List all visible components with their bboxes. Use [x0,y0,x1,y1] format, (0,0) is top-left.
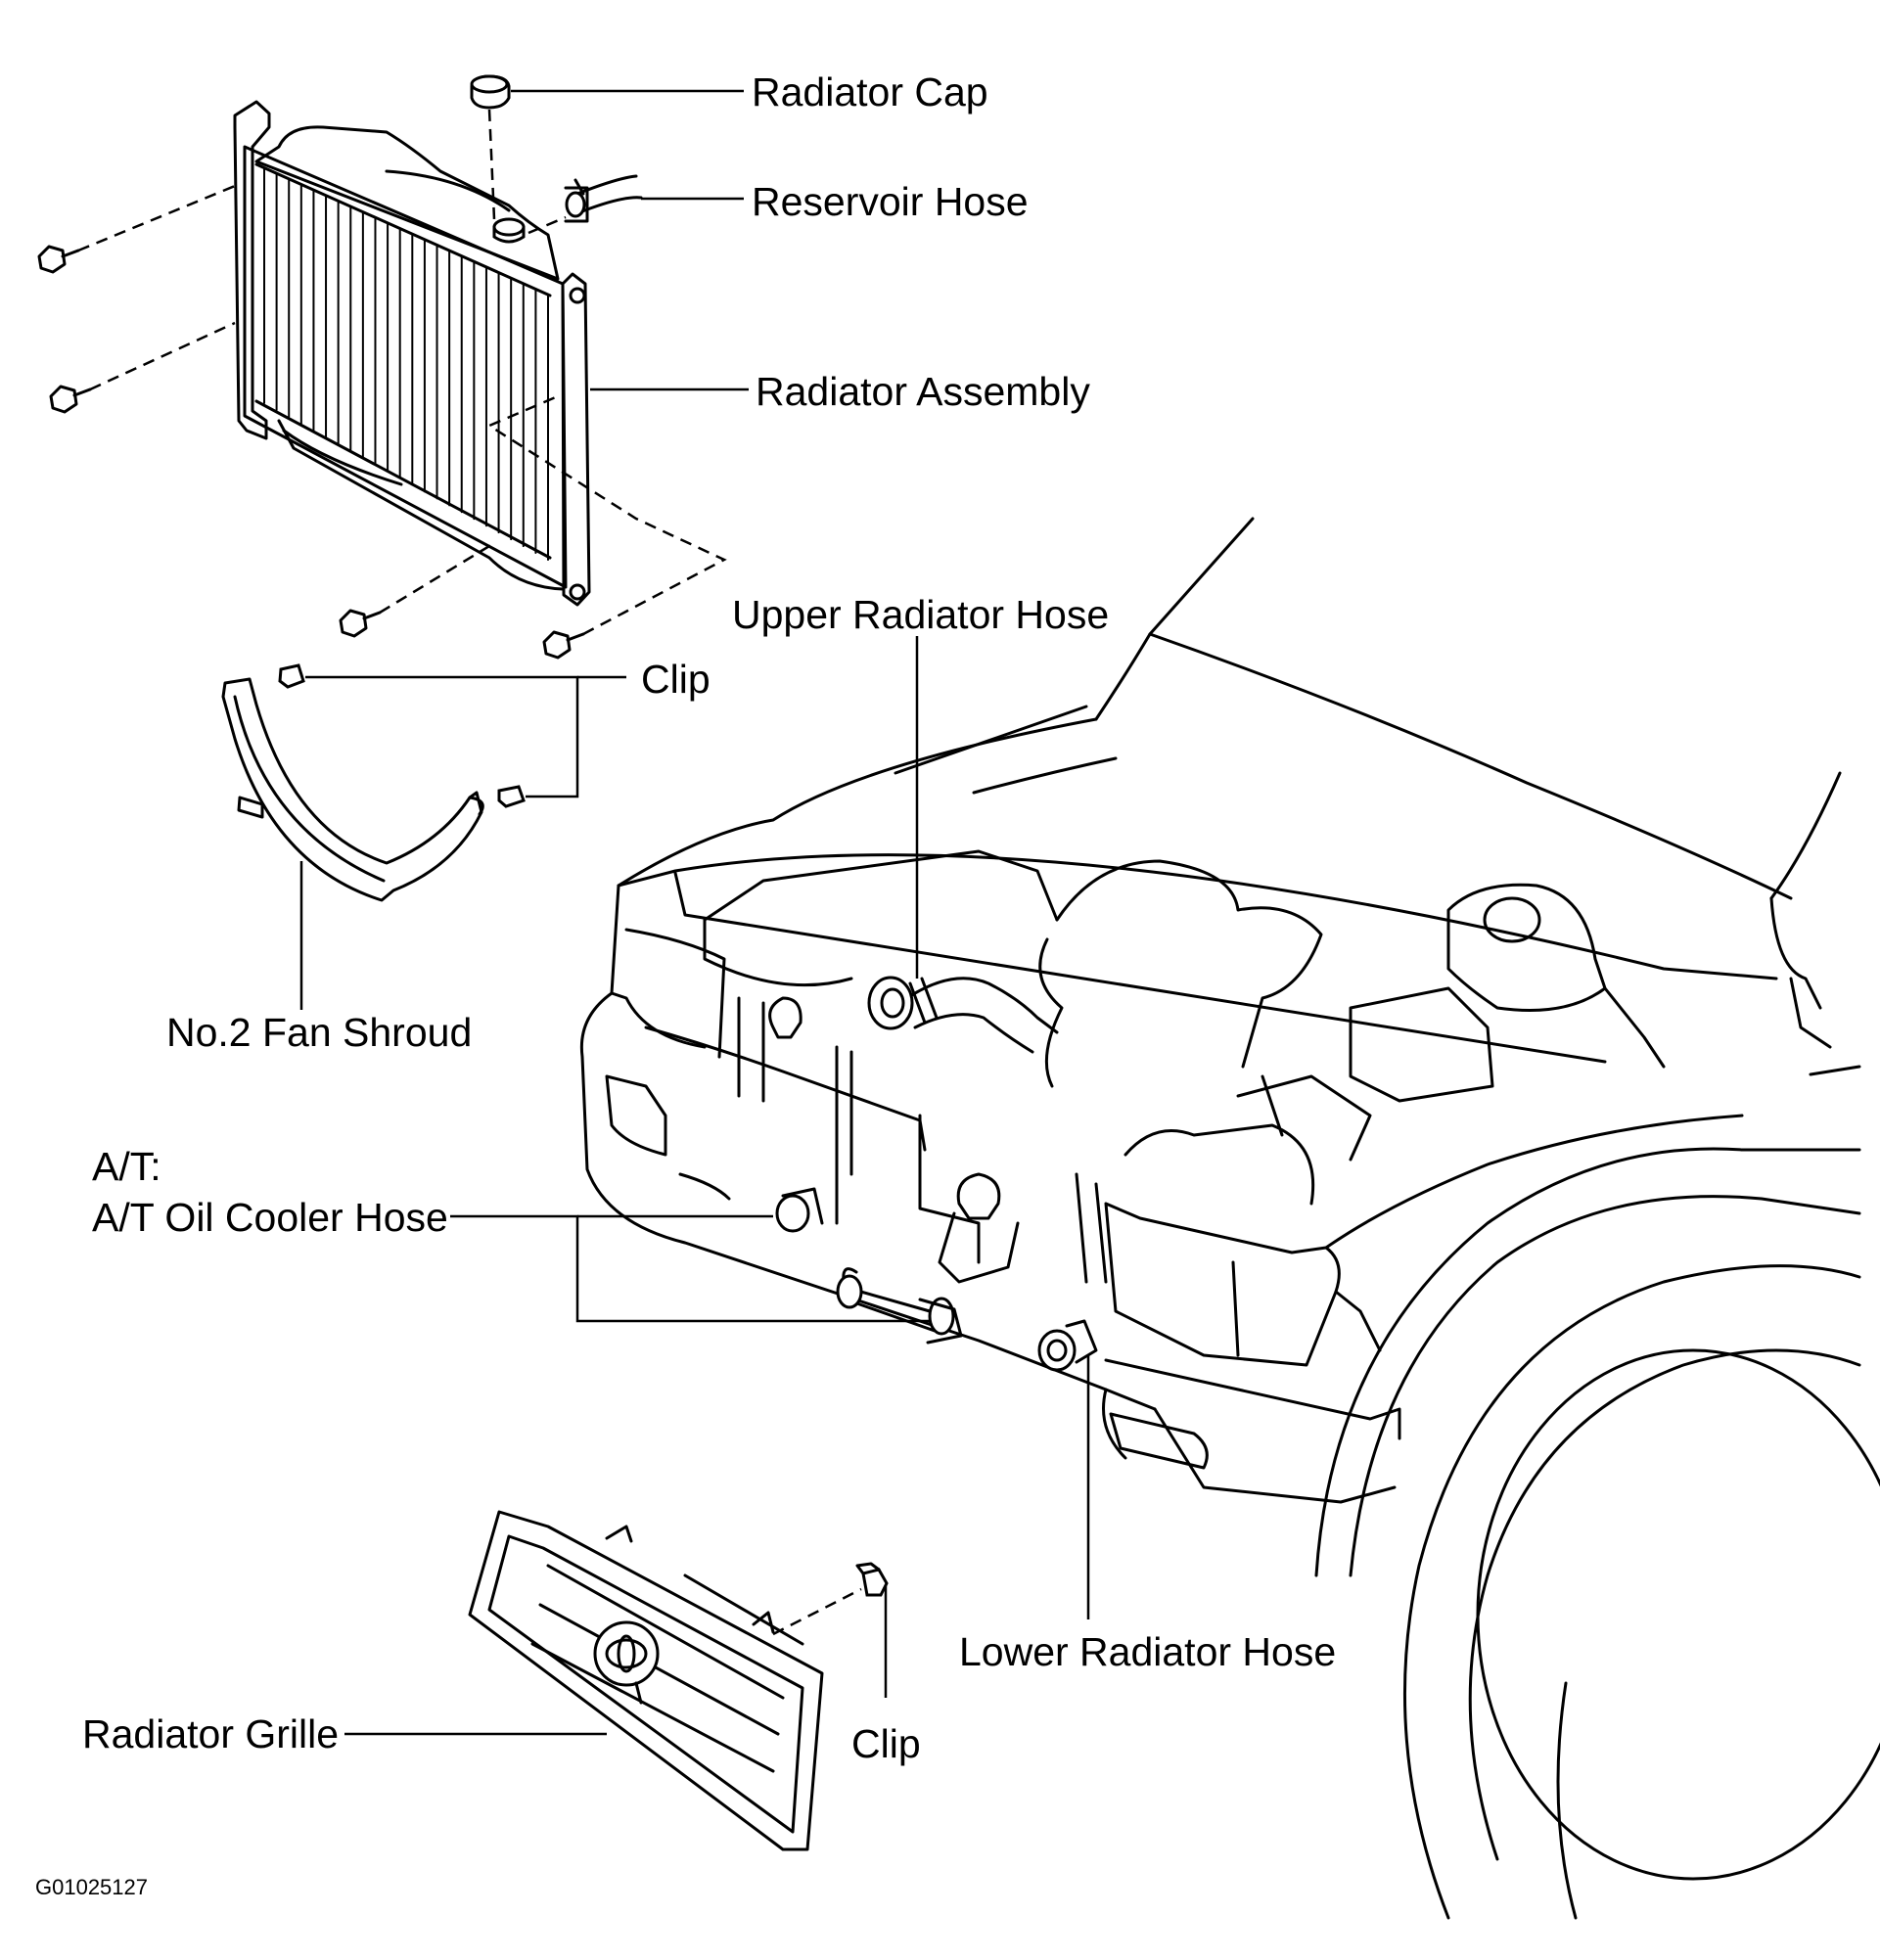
radiator-assembly-drawing [233,100,591,607]
label-radiator-cap: Radiator Cap [752,69,988,114]
reservoir-hose-part [564,174,643,223]
label-at-prefix: A/T: [92,1144,161,1189]
figure-code: G01025127 [35,1875,148,1899]
vehicle-front-drawing [579,517,1880,1920]
label-upper-radiator-hose: Upper Radiator Hose [732,592,1110,637]
radiator-bolt-bottom-right [542,630,585,660]
label-fan-shroud: No.2 Fan Shroud [166,1010,473,1055]
radiator-grille-part [468,1510,824,1851]
label-radiator-grille: Radiator Grille [82,1711,340,1756]
clip-part-right [497,785,526,808]
grille-clip-part [855,1562,889,1597]
label-clip-top: Clip [641,657,711,702]
label-reservoir-hose: Reservoir Hose [752,179,1029,224]
radiator-cap-part [470,74,511,110]
upper-radiator-hose-part [867,976,1059,1054]
label-lower-radiator-hose: Lower Radiator Hose [959,1629,1337,1674]
at-oil-cooler-hose-part [775,1187,963,1345]
lower-radiator-hose-part [1037,1319,1098,1372]
fan-shroud-part [221,677,484,902]
radiator-bolt-mid-left [49,385,92,414]
clip-part-top [278,663,305,689]
label-at-oil-cooler-hose: A/T Oil Cooler Hose [92,1195,448,1240]
label-clip-bottom: Clip [851,1721,921,1766]
radiator-bolt-top-left [37,245,80,274]
radiator-bolt-bottom-left [339,609,382,638]
label-radiator-assembly: Radiator Assembly [756,369,1090,414]
